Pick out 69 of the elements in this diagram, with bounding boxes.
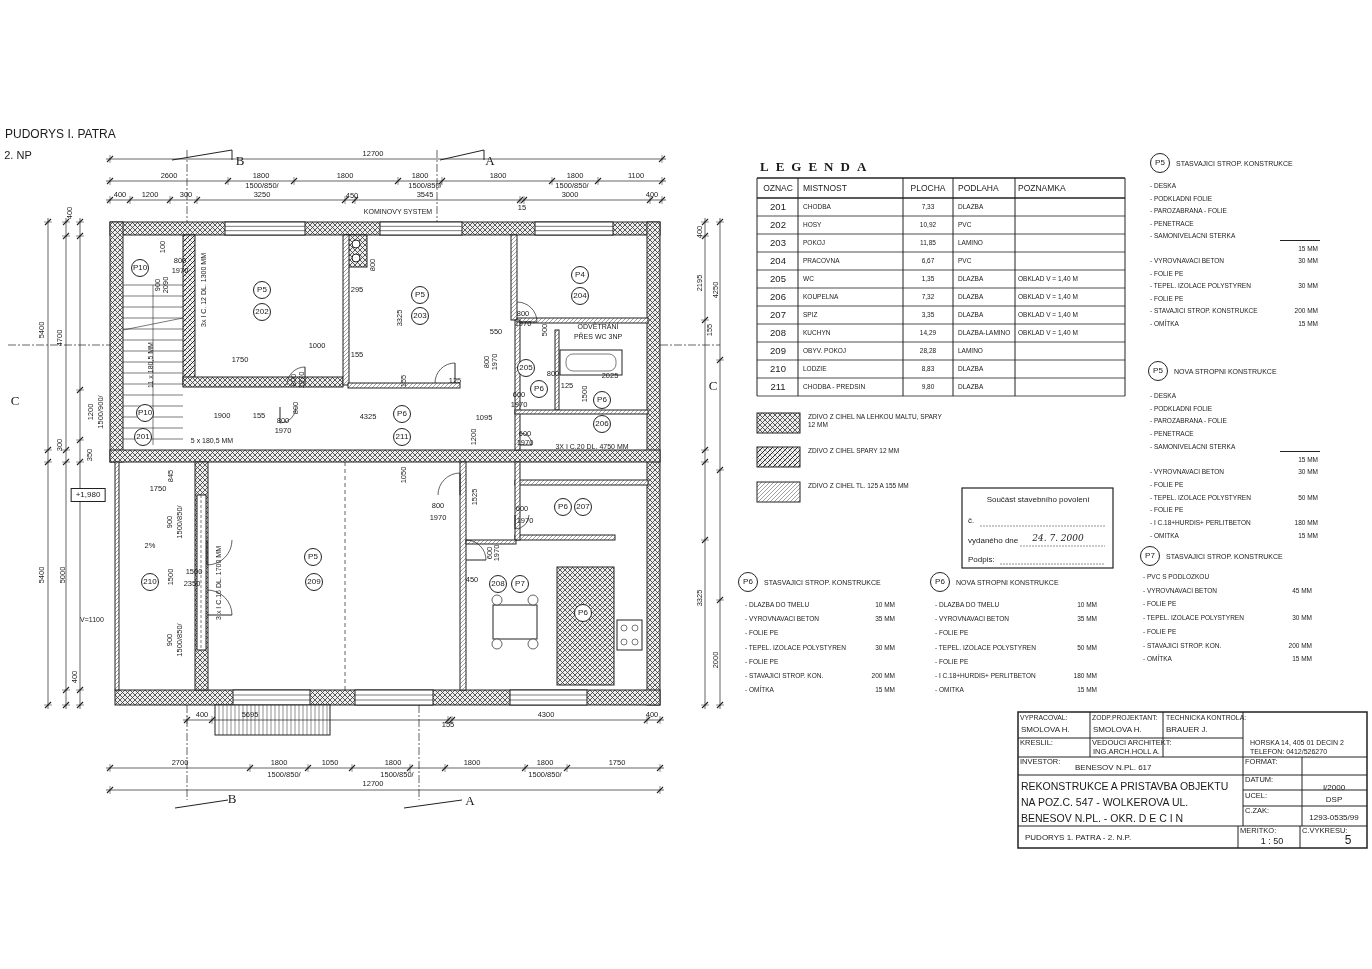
- table-cell: 205: [770, 274, 786, 284]
- section-letter: C: [10, 393, 20, 407]
- room-number-tag: 203: [411, 307, 429, 325]
- table-cell: 209: [770, 346, 786, 356]
- room-number-tag: 202: [253, 303, 271, 321]
- title-block-text: PUDORYS 1. PATRA - 2. N.P.: [1025, 834, 1132, 842]
- table-cell: 204: [770, 256, 786, 266]
- section-letter: C: [708, 378, 718, 392]
- table-cell: 210: [770, 364, 786, 374]
- table-cell: 206: [770, 292, 786, 302]
- table-header: PLOCHA: [910, 183, 946, 193]
- table-header: MISTNOST: [803, 183, 847, 193]
- handwritten-date: 24. 7. 2000: [1032, 533, 1084, 543]
- section-letter: B: [227, 791, 237, 805]
- legend-heading: LEGENDA: [760, 159, 874, 173]
- title-block-text: BENESOV N.PL. 617: [1075, 764, 1152, 772]
- title-block-text: 1293-0535/99: [1309, 814, 1359, 822]
- table-cell: 207: [770, 310, 786, 320]
- title-block-text: 1 : 50: [1260, 836, 1284, 846]
- floor-layer-tag: P7: [511, 575, 529, 593]
- table-cell: 211: [770, 382, 786, 392]
- table-header: PODLAHA: [958, 183, 999, 193]
- room-number-tag: 204: [571, 287, 589, 305]
- section-letter: A: [485, 153, 495, 167]
- project-title: REKONSTRUKCE A PRISTAVBA OBJEKTU NA POZ.C. 547 - WOLKEROVA UL. BENESOV N.PL. - OKR. D E C I N: [1021, 779, 1230, 826]
- table-cell: 203: [770, 238, 786, 248]
- floor-layer-tag: P5: [411, 286, 429, 304]
- table-cell: 202: [770, 220, 786, 230]
- stamp-text: vydaného dne: [968, 537, 1019, 545]
- floor-layer-tag: P6: [393, 405, 411, 423]
- elevation-tag: +1,980: [70, 488, 106, 502]
- floor-layer-tag: P6: [530, 380, 548, 398]
- stamp-text: Součást stavebního povolení: [986, 496, 1090, 504]
- stamp-text: Podpis:: [968, 556, 995, 564]
- room-number-tag: 211: [393, 428, 411, 446]
- room-number-tag: 205: [517, 359, 535, 377]
- title-block-text: SMOLOVA H.: [1093, 726, 1142, 734]
- floor-layer-tag: P5: [253, 281, 271, 299]
- table-header: OZNAC: [763, 183, 793, 193]
- floor-layer-tag: P6: [738, 572, 758, 592]
- title-block-text: DSP: [1325, 796, 1343, 804]
- floor-label: 2. NP: [4, 149, 32, 161]
- stamp-text: č.: [968, 517, 975, 525]
- room-number-tag: 208: [489, 575, 507, 593]
- room-number-tag: 209: [305, 573, 323, 591]
- drawing-title: PUDORYS I. PATRA: [5, 128, 116, 140]
- floor-layer-tag: P5: [1148, 361, 1168, 381]
- table-header: POZNAMKA: [1018, 183, 1066, 193]
- floor-layer-tag: P6: [554, 498, 572, 516]
- room-number-tag: 207: [574, 498, 592, 516]
- title-block-text: 5: [1344, 834, 1352, 846]
- floor-layer-tag: P10: [136, 404, 154, 422]
- table-cell: 208: [770, 328, 786, 338]
- room-number-tag: 206: [593, 415, 611, 433]
- section-letter: B: [235, 153, 245, 167]
- floor-layer-tag: P4: [571, 266, 589, 284]
- floor-layer-tag: P5: [304, 548, 322, 566]
- title-block-text: I/2000: [1322, 784, 1346, 792]
- section-letter: A: [465, 793, 475, 807]
- floor-layer-tag: P10: [131, 259, 149, 277]
- room-number-tag: 201: [134, 428, 152, 446]
- floor-layer-tag: P7: [1140, 546, 1160, 566]
- title-block-text: BRAUER J.: [1166, 726, 1208, 734]
- floor-layer-tag: P6: [593, 391, 611, 409]
- floor-layer-tag: P6: [930, 572, 950, 592]
- room-number-tag: 210: [141, 573, 159, 591]
- title-block-text: SMOLOVA H.: [1021, 726, 1070, 734]
- floor-layer-tag: P5: [1150, 153, 1170, 173]
- table-cell: 201: [770, 202, 786, 212]
